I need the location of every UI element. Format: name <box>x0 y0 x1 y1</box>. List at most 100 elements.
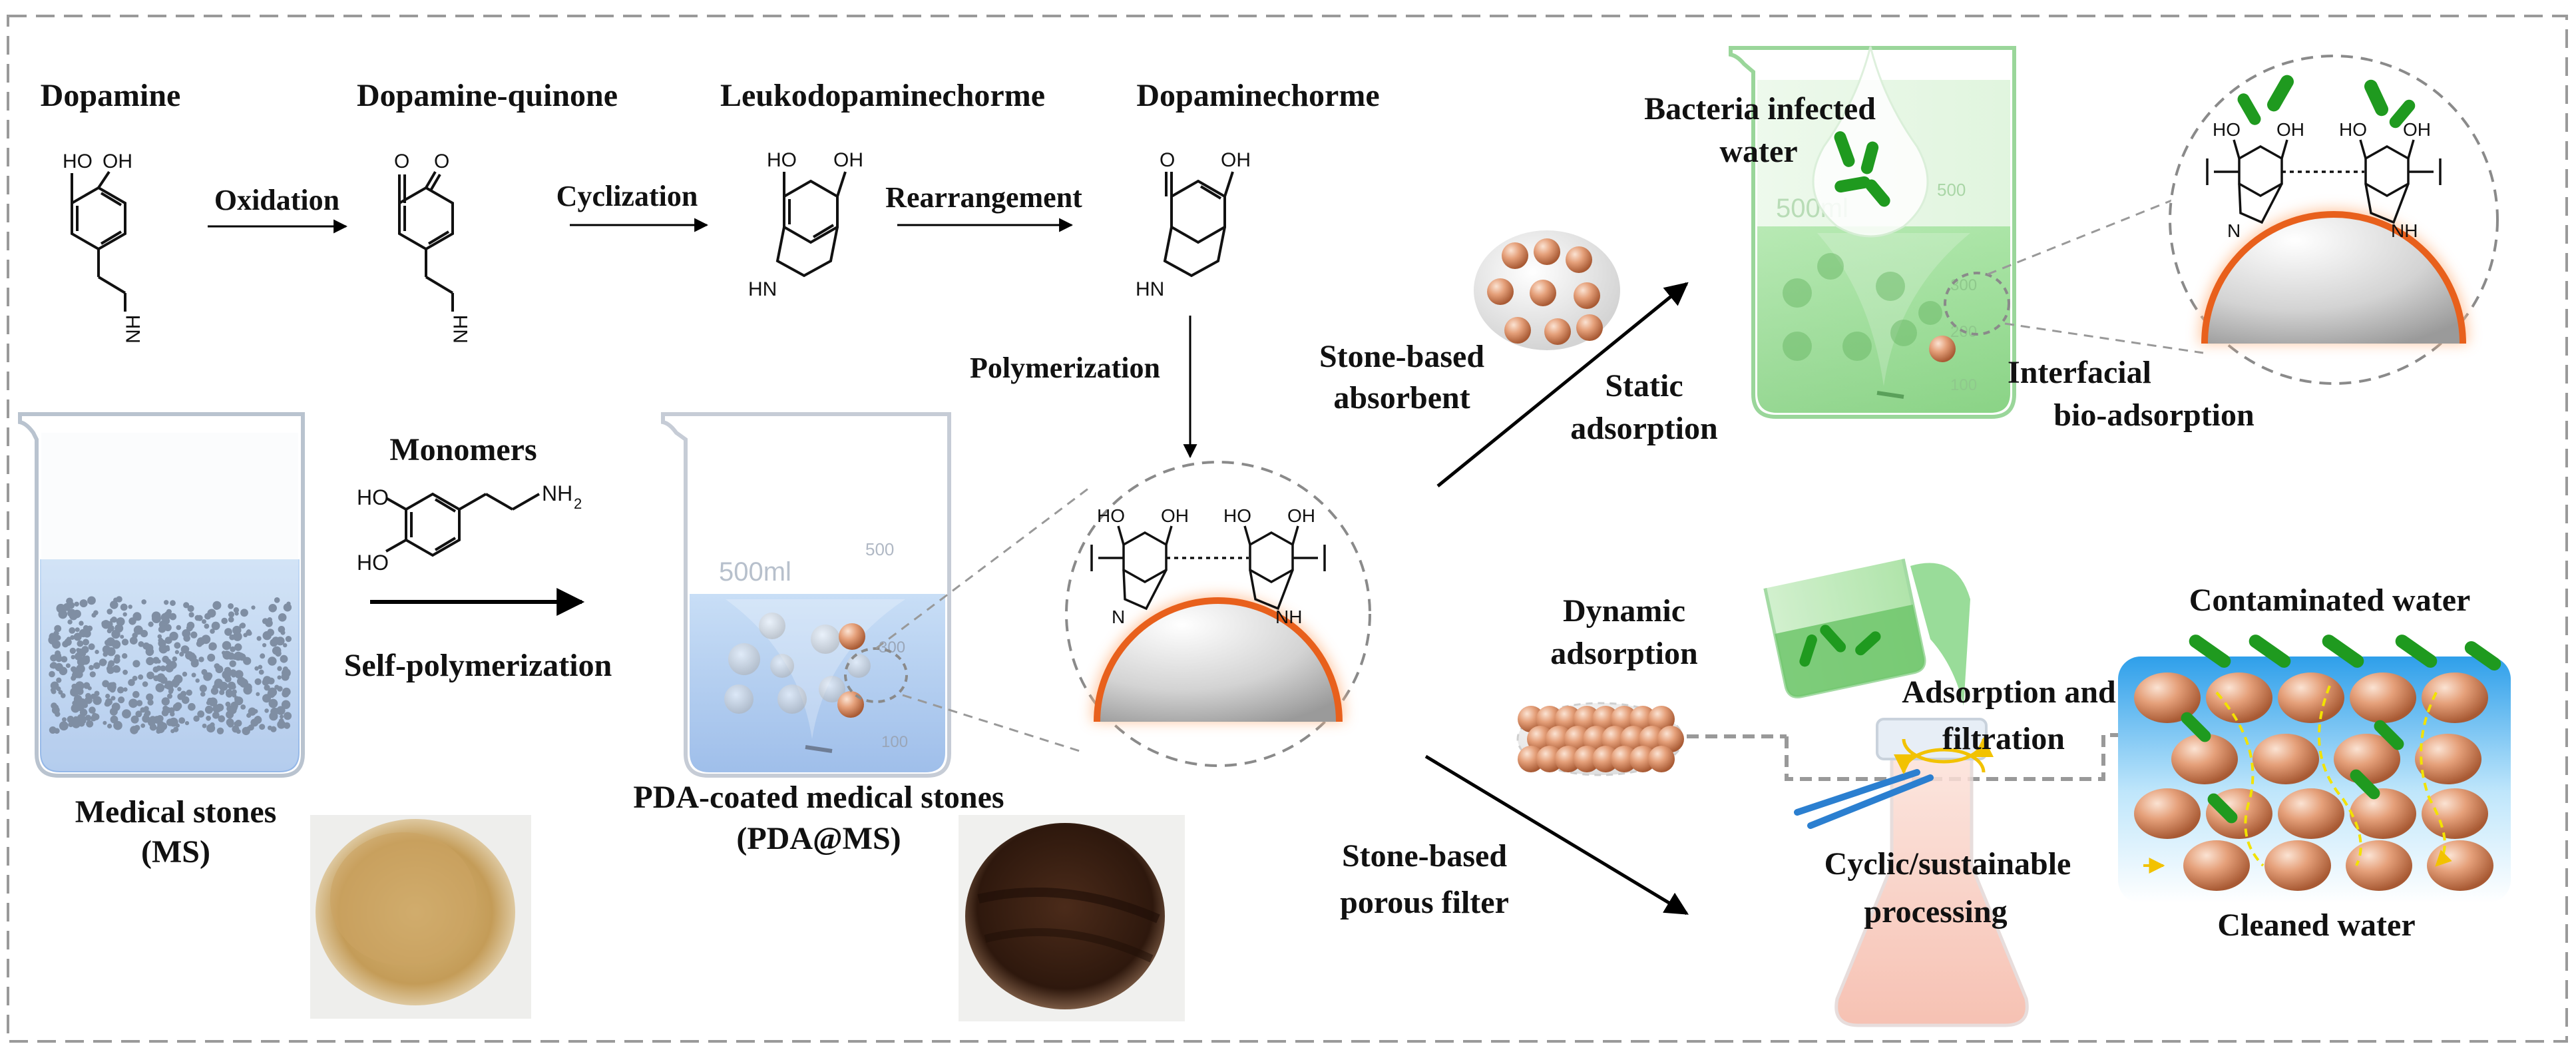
ms-particle <box>268 698 278 708</box>
ms-particle <box>168 717 178 727</box>
dopaminechrome-structure: O OH HN <box>1136 149 1251 300</box>
label-oxidation: Oxidation <box>214 184 340 216</box>
ms-powder-photo <box>310 815 531 1019</box>
ms-particle <box>200 691 206 697</box>
ms-particle <box>228 611 235 618</box>
ms-particle <box>284 712 292 720</box>
dynamic-ball <box>1527 726 1554 752</box>
label-porous-1: Stone-based <box>1341 838 1508 874</box>
ms-particle <box>134 724 140 731</box>
filter-flask <box>1794 718 2029 1027</box>
chrome-oh: OH <box>1221 149 1251 171</box>
ms-particle <box>283 643 288 648</box>
ms-particle <box>267 690 276 698</box>
absorbent-ball <box>1576 314 1603 341</box>
ms-particle <box>260 653 266 659</box>
ms-particle <box>169 631 178 641</box>
ms-particle <box>76 648 81 653</box>
dynamic-ball <box>1629 746 1656 772</box>
ms-particle <box>79 621 84 626</box>
ms-particle <box>277 666 282 671</box>
label-stone-absorbent-2: absorbent <box>1333 380 1470 415</box>
pda-ho-2: HO <box>1223 505 1251 526</box>
ms-particle <box>120 635 124 639</box>
absorbent-ball <box>1544 318 1571 345</box>
chrome-o: O <box>1160 149 1175 171</box>
ms-particle <box>226 690 233 698</box>
ms-particle <box>282 668 287 673</box>
ms-particle <box>58 609 68 619</box>
ms-particle <box>51 688 57 694</box>
green-tick-100: 100 <box>1950 376 1977 394</box>
ms-particle <box>122 669 128 675</box>
ms-particle <box>190 631 198 639</box>
ms-particle <box>76 688 84 695</box>
ms-particle <box>210 687 219 695</box>
ms-particle <box>70 690 77 696</box>
dynamic-ball <box>1583 726 1610 752</box>
ms-particle <box>173 682 178 688</box>
label-dynamic-1: Dynamic <box>1563 593 1685 629</box>
dynamic-ball <box>1555 746 1582 772</box>
ms-particle <box>148 621 154 627</box>
ms-particle <box>228 617 234 623</box>
ms-particle <box>123 687 128 692</box>
label-cyclic-2: processing <box>1864 894 2008 929</box>
ms-particle <box>234 643 242 651</box>
ms-particle <box>93 696 102 705</box>
ms-particle <box>256 692 260 696</box>
ms-particle <box>142 642 150 650</box>
ms-particle <box>87 596 96 605</box>
ms-particle <box>151 611 161 621</box>
quinone-o-left: O <box>394 150 409 172</box>
ms-particle <box>110 601 118 609</box>
ms-particle <box>113 657 120 664</box>
ms-particle <box>85 692 91 699</box>
interfacial-zoom-circle <box>2169 55 2499 385</box>
ms-particle <box>214 681 222 688</box>
ms-particle <box>151 718 156 723</box>
ms-particle <box>183 602 190 609</box>
pda-polymer-structure: HO OH HO OH N NH <box>1090 505 1326 627</box>
dynamic-ball <box>1536 746 1563 772</box>
ms-particle <box>201 635 211 645</box>
ms-particle <box>233 726 239 732</box>
ms-particle <box>243 685 252 695</box>
ms-particle <box>122 709 131 718</box>
ms-particle <box>132 690 140 698</box>
label-porous-2: porous filter <box>1340 885 1509 920</box>
ms-particle <box>117 686 124 694</box>
ms-particle <box>172 656 178 662</box>
dynamic-ball <box>1518 746 1544 772</box>
ms-particle <box>67 716 75 723</box>
ms-particle <box>114 624 124 633</box>
int-ho-1: HO <box>2213 119 2241 140</box>
ms-particle <box>254 716 262 724</box>
ms-particle <box>54 728 60 734</box>
ms-particle <box>258 669 264 675</box>
ms-particle <box>81 646 89 654</box>
dynamic-ball <box>1611 706 1637 732</box>
pda-tick-500: 500 <box>865 539 894 559</box>
ms-particle <box>59 666 68 676</box>
leuko-hn: HN <box>748 278 777 300</box>
ms-particle <box>110 682 116 688</box>
ms-particles <box>48 596 292 736</box>
filter-stone <box>2253 734 2319 784</box>
absorbent-ball <box>1504 317 1531 344</box>
ms-particle <box>214 663 220 669</box>
ms-particle <box>89 706 96 714</box>
dynamic-ball <box>1592 746 1619 772</box>
ms-particle <box>62 717 67 722</box>
label-rearrangement: Rearrangement <box>885 181 1082 214</box>
ms-particle <box>110 696 116 701</box>
pda-oh-1: OH <box>1161 505 1189 526</box>
ms-particle <box>195 678 200 683</box>
ms-particle <box>201 668 208 675</box>
ms-particle <box>160 665 166 672</box>
label-dopaminechrome: Dopaminechorme <box>1136 78 1380 113</box>
absorbent-ball <box>1534 238 1560 265</box>
ms-particle <box>69 611 78 621</box>
label-interfacial-1: Interfacial <box>2008 355 2151 390</box>
ms-particle <box>77 704 85 712</box>
